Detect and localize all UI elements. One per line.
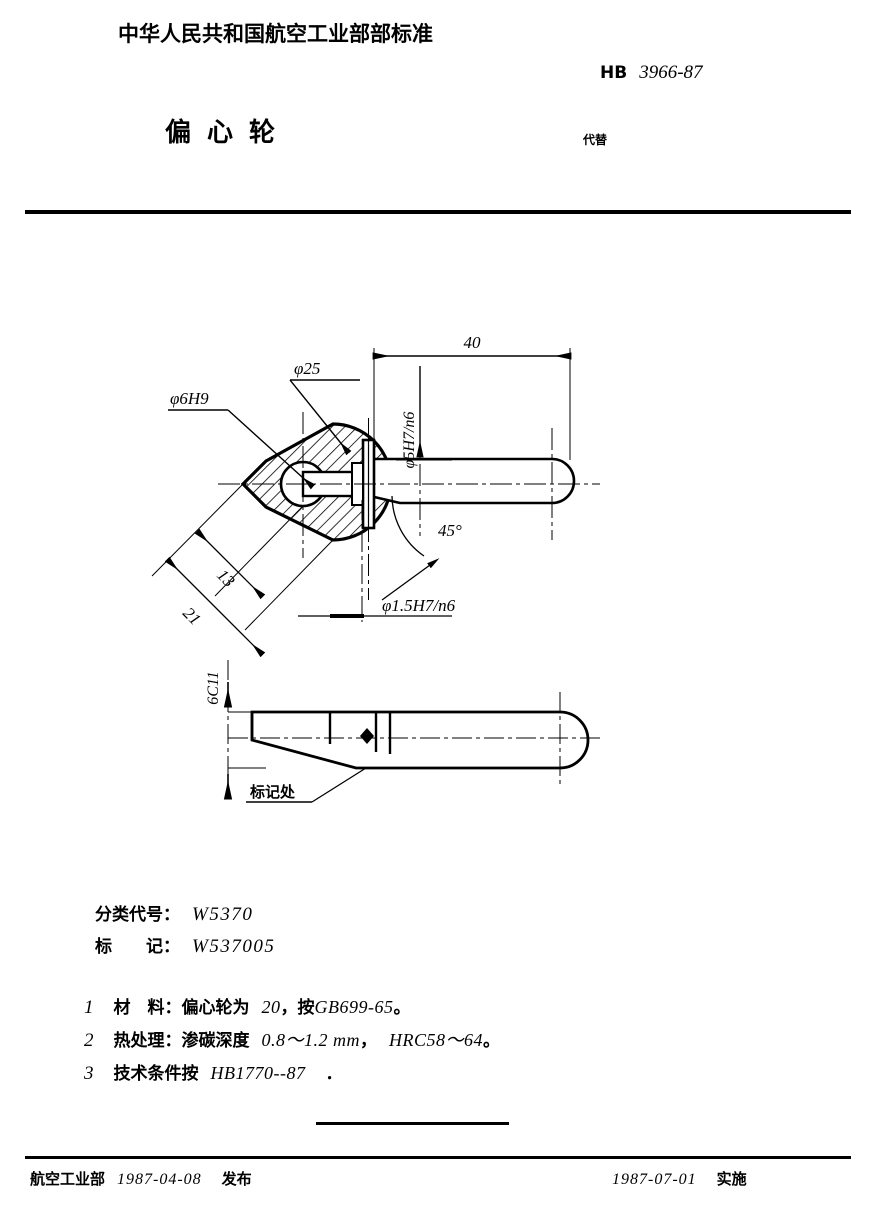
standard-number-value: 3966-87 — [639, 62, 703, 83]
lever-divisions — [250, 712, 392, 754]
dim-40: 40 — [372, 333, 572, 460]
note-end: 。 — [393, 998, 411, 1018]
note-sep: ， — [360, 1031, 377, 1051]
notes-end-rule — [316, 1122, 509, 1125]
note-text-a: 渗碳深度 — [181, 1031, 250, 1051]
dim-phi15h7n6: φ1.5H7/n6 — [298, 500, 456, 622]
mark-location-note: 标记处 — [246, 767, 367, 803]
footer-issue-group: 航空工业部 1987-04-08 发布 — [30, 1168, 252, 1189]
dim-6c11: 6C11 — [205, 671, 266, 800]
note-text-a: 偏心轮为 — [181, 998, 250, 1018]
note-index: 3 — [84, 1063, 94, 1084]
classification-mark-label: 标 记： — [95, 937, 180, 957]
dim-21-label: 21 — [179, 603, 204, 628]
footer-effective-date: 1987-07-01 — [612, 1171, 697, 1188]
standard-number: HB 3966-87 — [600, 62, 703, 84]
lever-outline — [250, 710, 590, 770]
note-index: 1 — [84, 997, 94, 1018]
note-item: 3 技术条件按 HB1770--87 ． — [84, 1059, 342, 1085]
dim-phi25-label: φ25 — [294, 359, 320, 378]
classification-code-value: W5370 — [192, 904, 254, 925]
dim-phi15h7n6-label: φ1.5H7/n6 — [382, 596, 456, 615]
note-value-a: HB1770--87 — [210, 1063, 306, 1083]
note-label: 技术条件按 — [113, 1064, 199, 1084]
classification-code-label: 分类代号： — [95, 905, 180, 925]
note-item: 1 材 料：偏心轮为 20，按GB699-65。 — [84, 993, 411, 1019]
replaces-label: 代替 — [583, 133, 608, 147]
technical-drawing: 40 φ5H7/n6 φ25 φ6H9 — [151, 333, 600, 803]
classification-mark-row: 标 记： W537005 — [95, 932, 275, 958]
note-end: ． — [325, 1064, 343, 1084]
header-divider-rule — [25, 210, 851, 214]
note-sep: ， — [280, 998, 298, 1018]
dim-45deg: 45° — [381, 495, 462, 601]
note-label: 材 料： — [113, 998, 182, 1018]
center-lines-view2 — [227, 660, 600, 792]
note-index: 2 — [84, 1030, 94, 1051]
dim-phi6h9: φ6H9 — [168, 389, 316, 490]
page-title: 偏心轮 — [165, 118, 292, 148]
footer-issuer: 航空工业部 — [30, 1170, 106, 1188]
note-item: 2 热处理：渗碳深度 0.8～1.2 mm， HRC58～64。 — [84, 1026, 500, 1052]
dim-phi5h7n6: φ5H7/n6 — [396, 366, 452, 504]
note-end: 。 — [483, 1031, 500, 1051]
footer-issue-date: 1987-04-08 — [117, 1171, 202, 1188]
dim-13: 13 — [194, 528, 266, 600]
standard-prefix: HB — [600, 63, 628, 83]
footer-effective-group: 1987-07-01 实施 — [612, 1168, 747, 1189]
view-top-section: 40 φ5H7/n6 φ25 φ6H9 — [151, 333, 600, 658]
dim-40-label: 40 — [464, 333, 482, 352]
dim-phi6h9-label: φ6H9 — [170, 389, 209, 408]
view-bottom-elevation: 6C11 标记处 — [205, 660, 600, 803]
note-value-b: GB699-65 — [314, 997, 394, 1017]
dim-phi5h7n6-label: φ5H7/n6 — [401, 412, 418, 469]
dim-21: 21 — [164, 556, 266, 658]
note-value-a: 20 — [261, 997, 281, 1017]
note-value-b: HRC58～64 — [389, 1030, 483, 1050]
classification-mark-value: W537005 — [192, 936, 276, 957]
note-label: 热处理： — [113, 1031, 182, 1051]
footer-divider-rule — [25, 1156, 851, 1159]
ministry-heading: 中华人民共和国航空工业部部标准 — [118, 22, 433, 46]
pin-marker — [360, 728, 374, 744]
dim-45deg-label: 45° — [438, 521, 462, 540]
classification-code-row: 分类代号： W5370 — [95, 900, 253, 926]
note-text-b: 按 — [297, 998, 315, 1018]
footer-effective-action: 实施 — [716, 1170, 747, 1188]
dim-6c11-label: 6C11 — [205, 671, 222, 704]
note-value-a: 0.8～1.2 mm — [261, 1030, 360, 1050]
dim-phi25: φ25 — [289, 359, 360, 456]
footer-issue-action: 发布 — [221, 1170, 252, 1188]
mark-location-label: 标记处 — [249, 783, 296, 801]
